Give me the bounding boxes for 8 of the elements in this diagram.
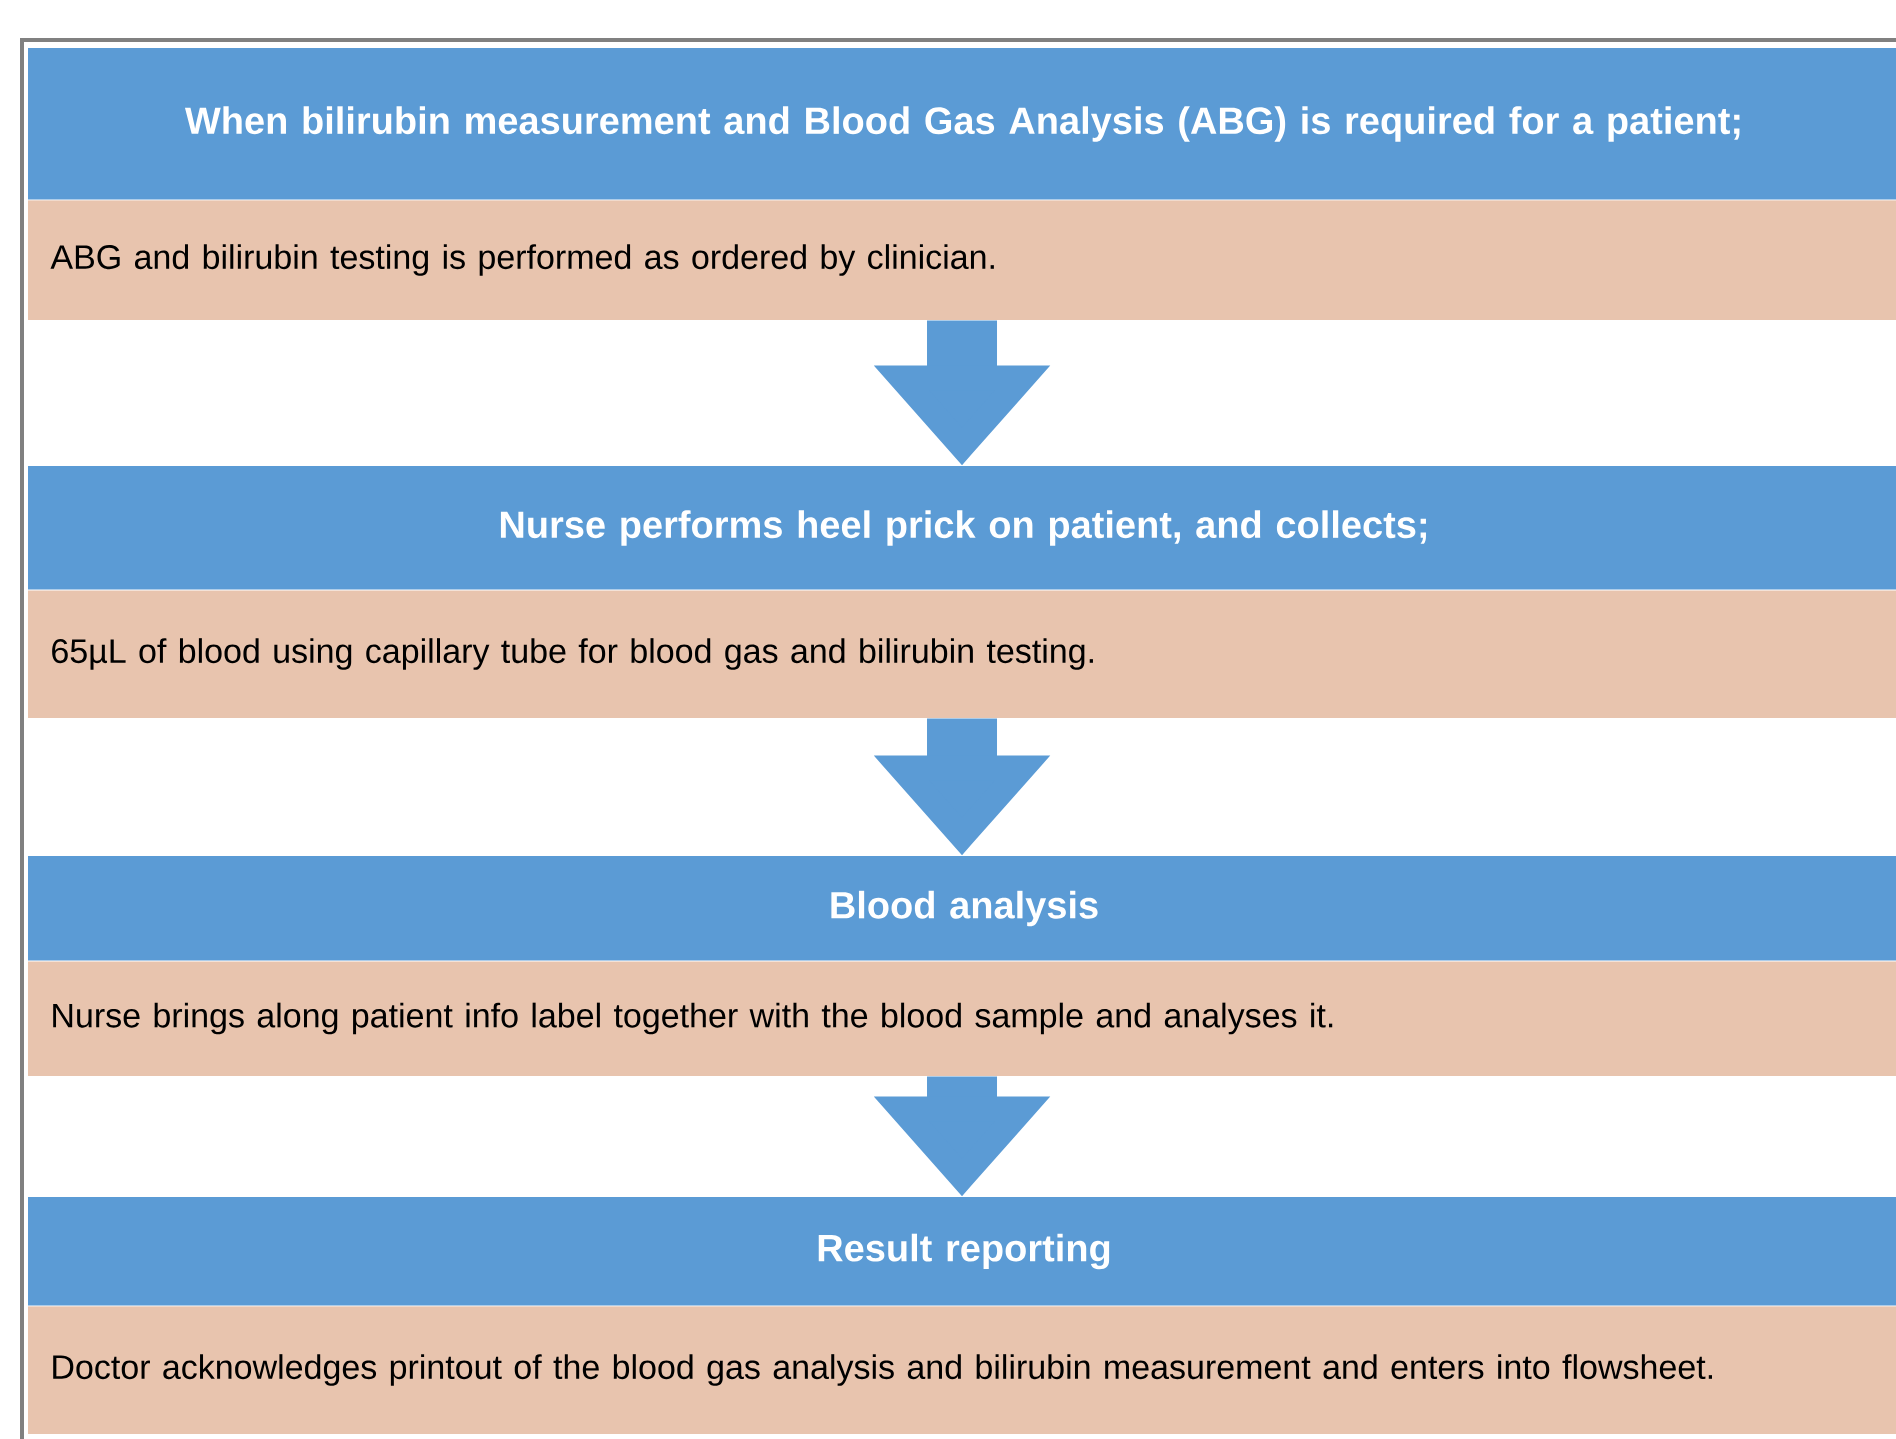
node-label: Nurse performs heel prick on patient, and collects; [500,510,1426,546]
stage-box: Nurse performs heel prick on patient, and collects; 65µL of blood using capillary tube for blood gas and bilirubin testing. [27,466,1896,718]
stage-box: Result reporting Doctor acknowledges printout of the blood gas analysis and bilirubin measurement and enters into flowsheet. [27,1197,1896,1434]
node-label: Result reporting [818,1233,1110,1270]
node-label: ABG and bilirubin testing is performed as ordered by clinician. [50,244,994,276]
stage-box: When bilirubin measurement and Blood Gas Analysis (ABG) is required for a patient; ABG and bilirubin testing is performed as ordered by clinician. [27,48,1896,320]
node-label: Blood analysis [831,890,1098,927]
stage-box: Blood analysis Nurse brings along patient info label together with the blood sample and analyses it. [27,856,1896,1076]
